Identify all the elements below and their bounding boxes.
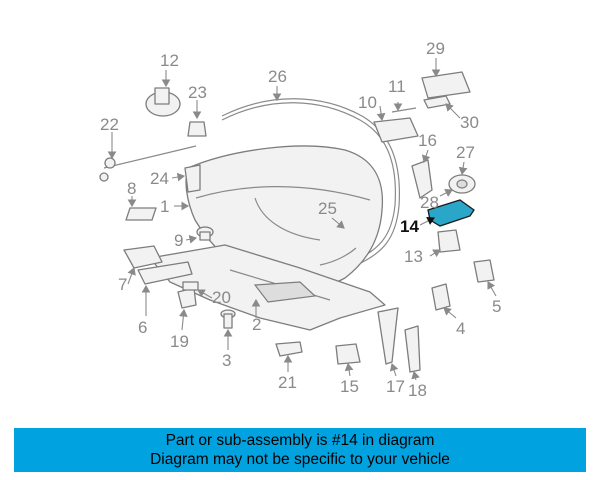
callout-29: 29 xyxy=(426,39,445,58)
callout-22: 22 xyxy=(100,115,119,134)
part-6-bracket xyxy=(137,261,193,285)
part-19-latch xyxy=(177,287,197,309)
callout-13: 13 xyxy=(404,247,423,266)
callout-25: 25 xyxy=(318,199,337,218)
callout-9: 9 xyxy=(174,231,183,250)
callout-28: 28 xyxy=(420,193,439,212)
callout-17: 17 xyxy=(386,377,405,396)
part-27-28-cylinder xyxy=(448,174,476,194)
callout-5: 5 xyxy=(492,297,501,316)
part-22-rod xyxy=(99,145,197,182)
part-3-fastener xyxy=(220,309,236,329)
banner-line-1: Part or sub-assembly is #14 in diagram xyxy=(165,432,435,449)
part-15-switch xyxy=(335,343,361,365)
info-banner: Part or sub-assembly is #14 in diagram D… xyxy=(14,428,586,472)
part-24-hinge xyxy=(184,164,201,193)
callout-19: 19 xyxy=(170,332,189,351)
callout-4: 4 xyxy=(456,319,465,338)
callout-10: 10 xyxy=(358,93,377,112)
callout-24: 24 xyxy=(150,169,169,188)
callout-21: 21 xyxy=(278,373,297,392)
callout-8: 8 xyxy=(127,179,136,198)
part-13-bracket xyxy=(437,229,461,253)
part-4-striker xyxy=(431,283,451,311)
callout-26: 26 xyxy=(268,67,287,86)
part-12-bracket xyxy=(145,87,181,117)
callout-7: 7 xyxy=(118,275,127,294)
callout-15: 15 xyxy=(340,377,359,396)
callout-6: 6 xyxy=(138,318,147,337)
part-21-bracket xyxy=(275,341,303,357)
part-7-tray xyxy=(123,245,163,269)
part-20-clip xyxy=(182,281,199,291)
part-18-cover xyxy=(404,325,421,373)
callout-18: 18 xyxy=(408,381,427,400)
callout-27: 27 xyxy=(456,143,475,162)
part-8-pad xyxy=(125,207,157,221)
part-23-clip xyxy=(187,121,207,137)
callout-14-highlighted: 14 xyxy=(400,217,419,236)
part-29-handle xyxy=(421,71,471,99)
callout-2: 2 xyxy=(252,315,261,334)
callout-3: 3 xyxy=(222,351,231,370)
parts-diagram: 12 23 22 26 24 8 1 9 7 6 19 20 2 3 21 15… xyxy=(99,39,501,400)
callout-11: 11 xyxy=(388,77,406,96)
callout-23: 23 xyxy=(188,83,207,102)
banner-line-2: Diagram may not be specific to your vehi… xyxy=(150,451,450,468)
part-10-lock xyxy=(373,117,419,143)
callout-12: 12 xyxy=(160,51,179,70)
callout-30: 30 xyxy=(460,113,479,132)
part-5-bumper xyxy=(473,259,495,283)
part-9-grommet xyxy=(196,226,214,241)
callout-20: 20 xyxy=(212,288,231,307)
callout-1: 1 xyxy=(160,197,169,216)
callout-16: 16 xyxy=(418,131,437,150)
part-17-rod xyxy=(377,307,399,365)
